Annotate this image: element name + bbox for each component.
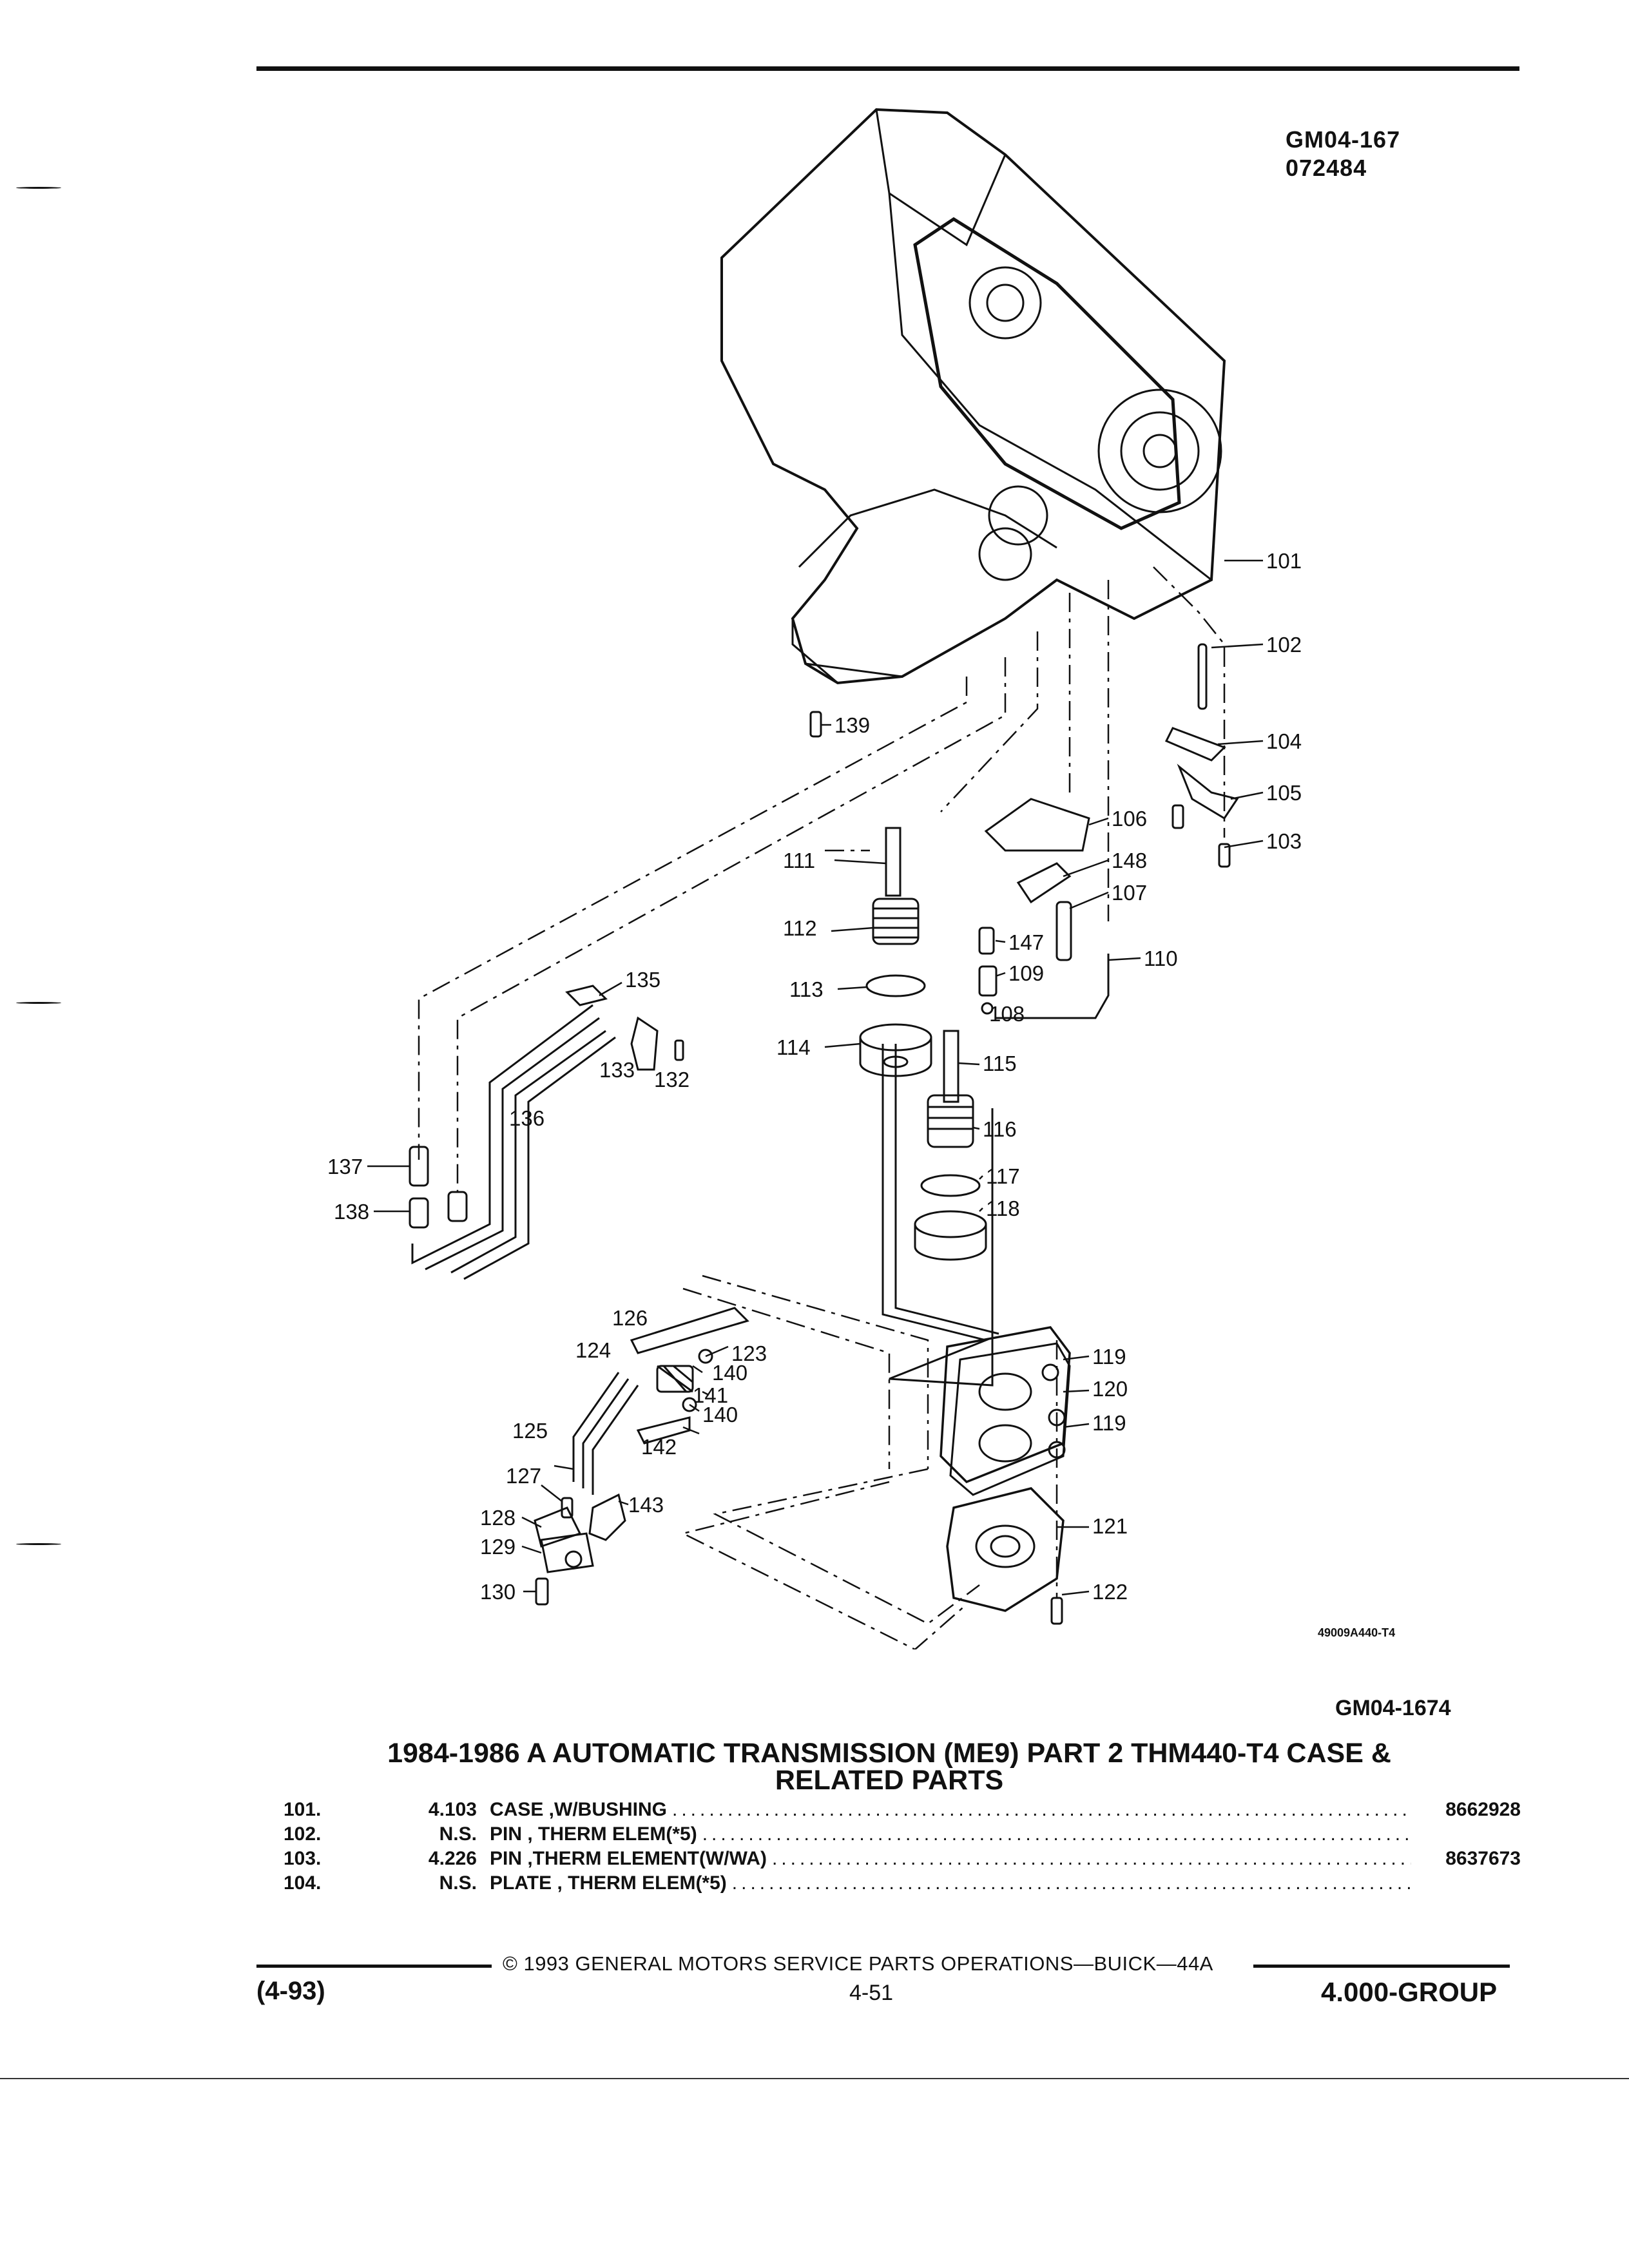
callout-103: 103 [1266,829,1302,853]
part-number: 8662928 [1445,1799,1521,1820]
leader-dots [702,1823,1411,1845]
parts-row: 101. 4.103 CASE ,W/BUSHING 8662928 [284,1798,1521,1822]
callout-143: 143 [628,1493,664,1517]
part-description: PIN , THERM ELEM(*5) [490,1823,697,1845]
page-number: 4-51 [849,1981,894,2005]
item-number: 104. [284,1872,322,1894]
callout-148: 148 [1112,849,1147,872]
leader-dots [672,1799,1411,1821]
callout-126: 126 [612,1306,648,1330]
diagram-reference-code: 49009A440-T4 [1318,1626,1396,1639]
callout-125: 125 [512,1419,548,1443]
callout-139: 139 [834,713,870,737]
margin-mark [16,1002,61,1004]
callout-116: 116 [983,1117,1017,1141]
callout-104: 104 [1266,729,1302,753]
callout-112: 112 [783,916,817,940]
callout-124: 124 [575,1338,611,1362]
part-description: CASE ,W/BUSHING [490,1799,668,1820]
callout-122: 122 [1092,1580,1128,1604]
callout-136: 136 [509,1106,545,1130]
part-description: PIN ,THERM ELEMENT(W/WA) [490,1848,767,1869]
parts-list: 101. 4.103 CASE ,W/BUSHING 8662928 102. … [284,1798,1521,1896]
callout-140: 140 [702,1403,738,1427]
diagram-code: GM04-167 [1286,126,1401,153]
callout-115: 115 [983,1052,1017,1075]
callout-108: 108 [989,1002,1025,1026]
item-number: 102. [284,1823,322,1845]
page-title: 1984-1986 A AUTOMATIC TRANSMISSION (ME9)… [277,1740,1501,1794]
callout-128: 128 [480,1506,516,1530]
margin-mark [16,1543,61,1545]
callout-123: 123 [731,1341,767,1365]
leader-dots [772,1848,1411,1870]
footer-rule-left [256,1965,492,1968]
parts-row: 104. N.S. PLATE , THERM ELEM(*5) [284,1871,1521,1896]
callout-101: 101 [1266,549,1302,573]
figure-code: GM04-1674 [1335,1696,1451,1720]
callout-110: 110 [1144,947,1178,970]
callout-117: 117 [986,1164,1020,1188]
group-number: 4.103 [428,1799,477,1820]
revision-date: (4-93) [256,1977,325,2005]
part-description: PLATE , THERM ELEM(*5) [490,1872,727,1894]
top-rule [256,66,1519,71]
callout-111: 111 [783,849,815,872]
item-number: 103. [284,1848,322,1869]
callout-113: 113 [789,977,824,1001]
callout-138: 138 [334,1200,369,1224]
callout-142: 142 [641,1435,677,1459]
group-label: 4.000-GROUP [1321,1977,1498,2007]
callout-106: 106 [1112,807,1147,831]
group-number: N.S. [439,1823,477,1845]
title-line-1: 1984-1986 A AUTOMATIC TRANSMISSION (ME9)… [387,1738,1391,1769]
callout-129: 129 [480,1535,516,1559]
callout-135: 135 [625,968,660,992]
callout-141: 141 [693,1383,728,1407]
callout-114: 114 [776,1035,811,1059]
callout-132: 132 [654,1068,689,1091]
diagram-date-code: 072484 [1286,155,1367,181]
exploded-parts-diagram: 101 102 104 105 106 103 148 107 147 109 … [327,108,1302,1649]
title-line-2: RELATED PARTS [775,1765,1004,1796]
callout-121: 121 [1092,1514,1128,1538]
copyright-notice: © 1993 GENERAL MOTORS SERVICE PARTS OPER… [503,1952,1213,1975]
callout-119: 119 [1092,1411,1126,1435]
callout-137: 137 [327,1155,363,1178]
parts-row: 102. N.S. PIN , THERM ELEM(*5) [284,1822,1521,1847]
bottom-rule [0,2078,1629,2079]
callout-133: 133 [599,1058,635,1082]
callout-140: 140 [712,1361,747,1385]
callout-107: 107 [1112,881,1147,905]
callout-120: 120 [1092,1377,1128,1401]
callout-130: 130 [480,1580,516,1604]
callout-119: 119 [1092,1345,1126,1369]
parts-row: 103. 4.226 PIN ,THERM ELEMENT(W/WA) 8637… [284,1847,1521,1871]
group-number: N.S. [439,1872,477,1894]
part-number: 8637673 [1445,1848,1521,1869]
callout-127: 127 [506,1464,541,1488]
callout-102: 102 [1266,633,1302,657]
callout-109: 109 [1008,961,1044,985]
leader-dots [732,1872,1411,1894]
margin-mark [16,187,61,189]
callout-105: 105 [1266,781,1302,805]
callout-147: 147 [1008,930,1044,954]
item-number: 101. [284,1799,322,1820]
footer-rule-right [1253,1965,1510,1968]
group-number: 4.226 [428,1848,477,1869]
callout-118: 118 [986,1196,1020,1220]
